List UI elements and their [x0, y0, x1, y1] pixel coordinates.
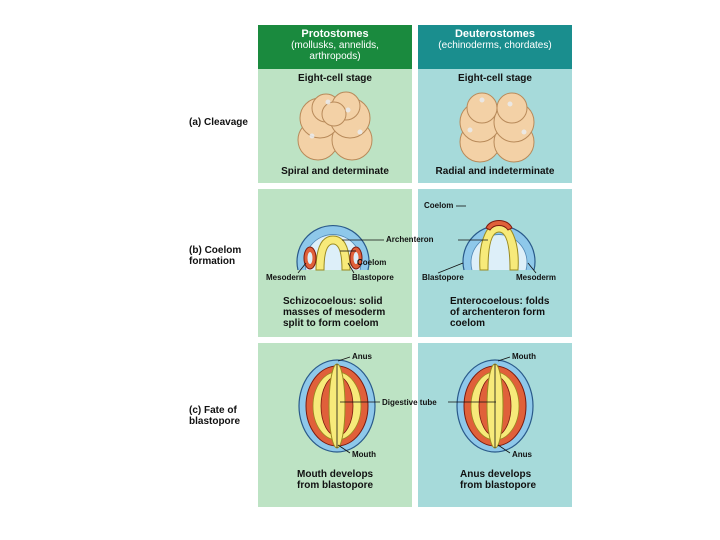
row-name-cleavage: Cleavage [204, 117, 248, 128]
schizocoelous-embryo [296, 225, 370, 271]
right-stage-label: Eight-cell stage [458, 73, 532, 84]
row-name-coelom: Coelom formation [189, 245, 242, 267]
deuterostomes-title: Deuterostomes [454, 28, 536, 40]
row-label-coelom: (b) Coelom formation [189, 245, 259, 267]
coelom-top-label: Coelom [424, 201, 454, 210]
mouth-right-label: Mouth [512, 352, 536, 361]
protostome-body-plan [298, 359, 376, 453]
left-cleavage-caption: Spiral and determinate [281, 166, 389, 177]
protostomes-header: Protostomes (mollusks, annelids, arthrop… [258, 25, 412, 69]
deuterostome-body-plan [456, 359, 534, 453]
blastopore-right-label: Blastopore [422, 273, 464, 282]
fate-leader-lines [337, 356, 511, 454]
deuterostomes-subtitle: (echinoderms, chordates) [438, 40, 552, 51]
coelom-leader-lines [297, 205, 537, 274]
right-cleavage-caption: Radial and indeterminate [435, 166, 555, 177]
anus-develops-caption: Anus develops from blastopore [460, 469, 537, 491]
radial-embryo [459, 92, 535, 163]
schizocoelous-caption: Schizocoelous: solid masses of mesoderm … [283, 296, 386, 329]
left-stage-label: Eight-cell stage [298, 73, 372, 84]
enterocoelous-caption: Enterocoelous: folds of archenteron form… [450, 296, 550, 329]
mesoderm-left-label: Mesoderm [266, 273, 307, 282]
mouth-develops-caption: Mouth develops from blastopore [297, 469, 374, 491]
protostomes-subtitle: (mollusks, annelids, arthropods) [291, 40, 379, 62]
anus-right-label: Anus [512, 450, 532, 459]
row-letter-a: (a) [189, 117, 202, 128]
row-label-fate: (c) Fate of blastopore [189, 405, 259, 427]
row-name-fate: Fate of blastopore [189, 405, 241, 427]
blastopore-left-label: Blastopore [352, 273, 394, 282]
row-letter-b: (b) [189, 245, 202, 256]
protostomes-title: Protostomes [301, 28, 369, 40]
archenteron-label: Archenteron [386, 235, 434, 244]
mesoderm-right-label: Mesoderm [516, 273, 557, 282]
spiral-embryo [297, 91, 373, 161]
row-letter-c: (c) [189, 405, 202, 416]
mouth-left-label: Mouth [352, 450, 376, 459]
deuterostomes-header: Deuterostomes (echinoderms, chordates) [418, 25, 572, 69]
enterocoelous-embryo [462, 220, 536, 271]
coelom-mid-label: Coelom [357, 258, 387, 267]
row-label-cleavage: (a) Cleavage [189, 117, 248, 128]
anus-left-label: Anus [352, 352, 372, 361]
digestive-tube-label: Digestive tube [382, 398, 437, 407]
